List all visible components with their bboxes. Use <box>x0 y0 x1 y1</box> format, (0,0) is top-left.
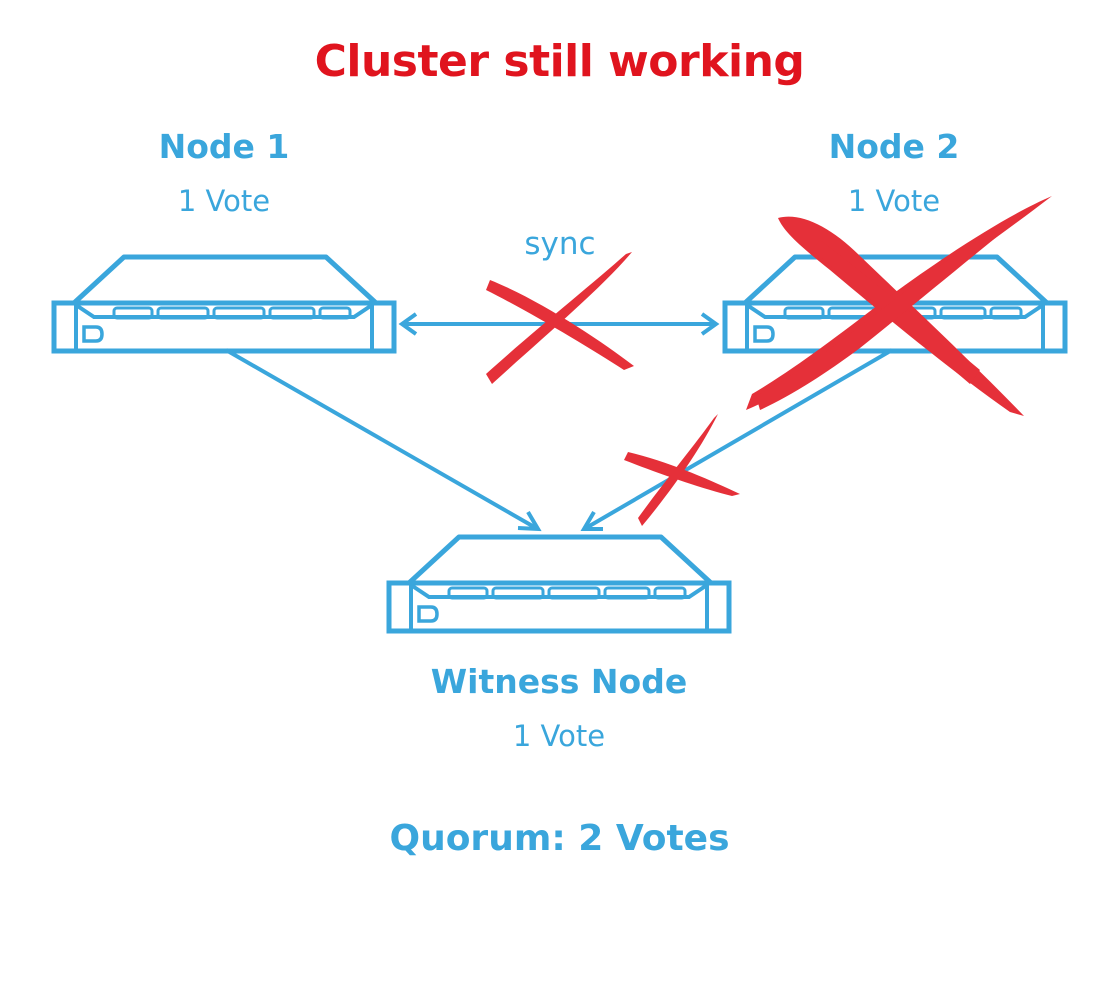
node-2-vote: 1 Vote <box>847 184 941 218</box>
node1-witness-link-arrow <box>225 348 542 532</box>
node-1-name: Node 1 <box>158 127 290 166</box>
witness-server-icon <box>389 537 729 631</box>
sync-label: sync <box>524 226 596 262</box>
quorum-label: Quorum: 2 Votes <box>389 818 730 859</box>
node-1-vote: 1 Vote <box>177 184 271 218</box>
node-1-server-icon <box>54 257 394 351</box>
node2-witness-broken-x-icon <box>624 414 740 526</box>
node2-witness-link-arrow <box>580 348 894 531</box>
node-2-name: Node 2 <box>828 127 960 166</box>
node-2-failed-x-icon <box>746 196 1052 416</box>
witness-node-vote: 1 Vote <box>512 719 606 753</box>
diagram-title: Cluster still working <box>314 36 805 87</box>
sync-broken-x-icon <box>486 252 634 384</box>
witness-node-name: Witness Node <box>430 662 688 701</box>
